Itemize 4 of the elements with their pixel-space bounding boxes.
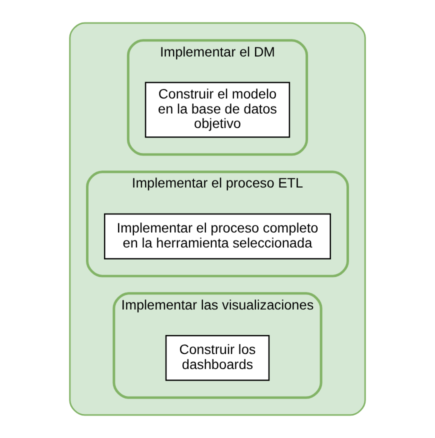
node-box: Implementar el proceso completo en la herramienta seleccionada — [104, 213, 331, 260]
cluster — [69, 22, 366, 416]
node-box: Construir el modelo en la base de datos objetivo — [144, 82, 290, 138]
node-box: Construir los dashboards — [165, 334, 270, 381]
